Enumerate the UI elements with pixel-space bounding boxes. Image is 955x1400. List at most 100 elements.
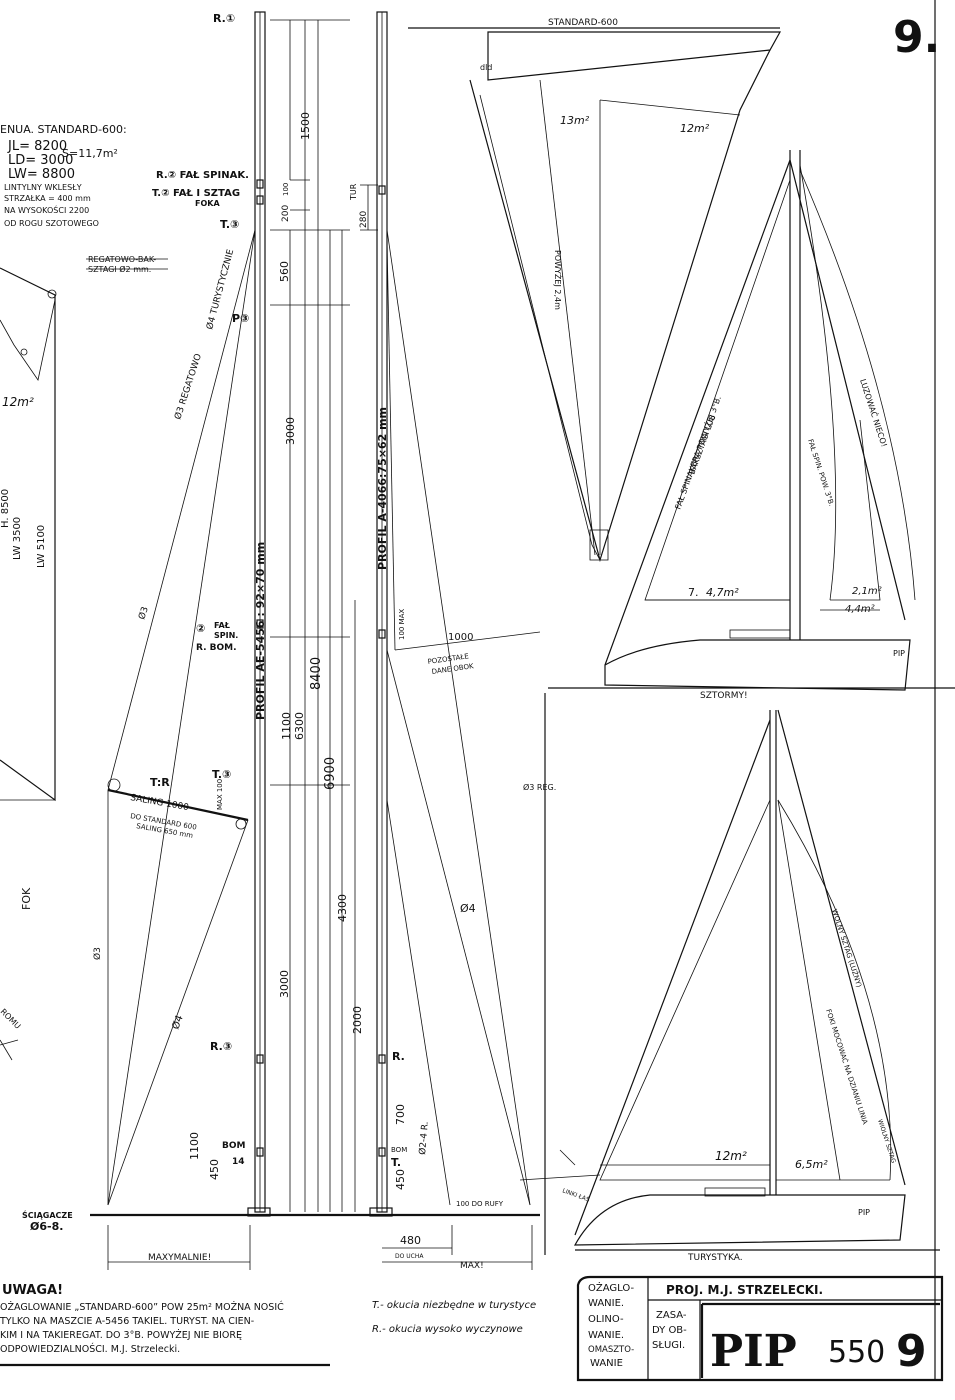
dim-t-label: T. — [391, 1156, 401, 1169]
sztormy-sail-plan: 7. 4,7m² 2,1m² 4,4m² FAŁ SPINAKERA POWYŻ… — [548, 150, 955, 701]
sztormy-area-fok: 4,7m² — [706, 586, 739, 599]
genua-title: ENUA. STANDARD-600: — [0, 123, 127, 136]
mast-drawing: R.① R.② FAŁ SPINAK. T.② FAŁ I SZTAG FOKA… — [22, 11, 556, 1271]
notes-line3: KIM I NA TAKIEREGAT. DO 3°B. POWYŻEJ NIE… — [0, 1330, 242, 1341]
label-t2-fok: FOKA — [195, 199, 220, 208]
dim-3000b: 3000 — [278, 970, 291, 998]
shroud-phi3-regatowo: Ø3 REGATOWO — [172, 352, 204, 421]
shroud-phi3-reg: Ø3 REG. — [523, 782, 556, 792]
dim-3000a: 3000 — [284, 417, 297, 445]
tb-left4: WANIE. — [588, 1330, 624, 1341]
tb-brand: PIP — [710, 1326, 797, 1377]
standard600-label: POWYŻEJ 2,4m — [553, 250, 563, 310]
legend-r: R.- okucia wysoko wyczynowe — [372, 1324, 523, 1335]
tb-left2: WANIE. — [588, 1298, 624, 1309]
page-number: 9. — [893, 12, 940, 63]
tb-mid2: DY OB- — [652, 1325, 687, 1336]
dim-1500: 1500 — [299, 112, 312, 140]
dim-450b: 450 — [394, 1169, 407, 1190]
sztormy-area-spinaker: 2,1m² — [852, 586, 882, 597]
tb-model: 550 — [828, 1335, 885, 1370]
dim-max100b: 100 MAX — [398, 609, 406, 640]
tb-left3: OLINO- — [588, 1314, 624, 1325]
genua-ld: LD= 3000 — [8, 153, 73, 168]
dim-do-ucha: DO UCHA — [395, 1253, 424, 1260]
sztormy-fal-spin: FAŁ SPIN. POW. 3°B. — [806, 438, 835, 507]
genua-jl: JL= 8200 — [7, 139, 67, 154]
label-fal-spin-num: ② — [196, 622, 205, 635]
genua-note: ENUA. STANDARD-600: JL= 8200 S=11,7m² LD… — [0, 123, 127, 228]
label-r1: R.① — [213, 12, 235, 25]
label-sciagacze2: Ø6-8. — [30, 1220, 63, 1233]
label-t2-fal: T.② FAŁ I SZTAG — [152, 188, 240, 199]
sztormy-hull — [604, 639, 911, 691]
left-sail-lw1: LW 3500 — [12, 517, 23, 560]
label-fal-spin-3: R. BOM. — [196, 643, 237, 653]
sztormy-backstay2: BAKSZTAGI LUB — [687, 414, 717, 476]
struck-line1: REGATOWO-BAK- — [88, 255, 156, 264]
dim-480: 480 — [400, 1234, 421, 1247]
dim-4300: 4300 — [336, 894, 349, 922]
left-sail-fok: FOK — [20, 887, 33, 910]
label-t3-top: T.③ — [220, 218, 239, 231]
struck-note: REGATOWO-BAK- SZTAGI Ø2 mm. — [86, 255, 168, 274]
dim-bom-label: BOM — [391, 1146, 407, 1154]
dim-280: 280 — [359, 211, 369, 228]
dim-6300: 6300 — [293, 712, 306, 740]
left-sail-area: 12m² — [2, 395, 34, 409]
turystyka-sail-plan: 12m² 6,5m² WOLNY SZTAG (LUŹNY) FOKI MOCO… — [519, 693, 940, 1263]
genua-line2: STRZAŁKA = 400 mm — [4, 194, 91, 203]
turystyka-caption: TURYSTYKA. — [687, 1253, 743, 1263]
label-tr: T:R — [150, 776, 170, 789]
sztormy-area-main: 4,4m² — [845, 604, 875, 615]
dim-1100a: 1100 — [280, 712, 293, 740]
dim-r-label: R. — [392, 1050, 405, 1063]
dim-560: 560 — [278, 261, 291, 282]
label-r2-fal: R.② FAŁ SPINAK. — [156, 170, 249, 181]
turystyka-hull — [573, 1194, 906, 1246]
genua-line4: OD ROGU SZOTOWEGO — [4, 219, 99, 228]
tb-mid1: ZASA- — [656, 1310, 687, 1321]
turystyka-pip: PIP — [858, 1208, 870, 1217]
dim-1000: 1000 — [448, 632, 473, 643]
standard600-sail-plan: STANDARD-600 dld 13m² 12m² POWYŻEJ 2,4m — [408, 18, 782, 563]
turystyka-area-main: 6,5m² — [795, 1158, 828, 1171]
genua-line1: LINTYLNY WKLESŁY — [4, 183, 82, 192]
left-sail-partial: ROMU — [0, 1007, 22, 1031]
shroud-phi3-b: Ø3 — [92, 947, 103, 960]
label-fal-spin-1: FAŁ — [214, 621, 230, 630]
left-sail-h: H. 8500 — [0, 489, 11, 528]
dim-tur: TUR — [349, 183, 358, 201]
tb-left1: OŻAGLO- — [588, 1281, 635, 1294]
label-bom: BOM — [222, 1141, 246, 1151]
label-r3: R.③ — [210, 1040, 232, 1053]
notes-uwaga: UWAGA! — [2, 1283, 63, 1298]
legend-t: T.- okucia niezbędne w turystyce — [372, 1300, 536, 1311]
standard600-note-top: dld — [480, 63, 492, 72]
bottom-notes: UWAGA! OŻAGLOWANIE „STANDARD-600” POW 25… — [0, 1283, 536, 1355]
dim-200: 200 — [281, 205, 291, 222]
tb-left5: OMASZTO- — [588, 1345, 634, 1355]
dim-700: 700 — [394, 1104, 407, 1125]
dim-1100b: 1100 — [188, 1132, 201, 1160]
label-bom-num: 14 — [232, 1157, 245, 1167]
title-block: OŻAGLO- WANIE. OLINO- WANIE. OMASZTO- WA… — [576, 1275, 944, 1382]
standard600-area-genua: 12m² — [680, 122, 710, 135]
label-p3: P③ — [232, 312, 249, 325]
profile-right: PROFIL A-4066:75×62 mm — [376, 407, 389, 570]
label-saling: SALING 1000 — [129, 793, 189, 813]
tb-sheet: 9 — [896, 1326, 927, 1377]
profile-left: PROFIL AE-5456 : 92×70 mm — [254, 542, 267, 720]
shroud-phi4-b: Ø4 — [460, 902, 476, 915]
label-max100: MAX 100 — [216, 779, 224, 810]
label-sciagacze1: ŚCIĄGACZE — [22, 1209, 73, 1220]
standard600-area-main: 13m² — [560, 114, 590, 127]
sztormy-luzowac: LUZOWAĆ NIECO! — [858, 377, 890, 448]
sztormy-caption: SZTORMY! — [700, 691, 748, 701]
tb-left6: WANIE — [590, 1358, 623, 1369]
genua-line3: NA WYSOKOŚCI 2200 — [4, 204, 89, 215]
notes-line2: TYLKO NA MASZCIE A-5456 TAKIEL. TURYST. … — [0, 1316, 254, 1327]
spreader — [107, 788, 249, 822]
